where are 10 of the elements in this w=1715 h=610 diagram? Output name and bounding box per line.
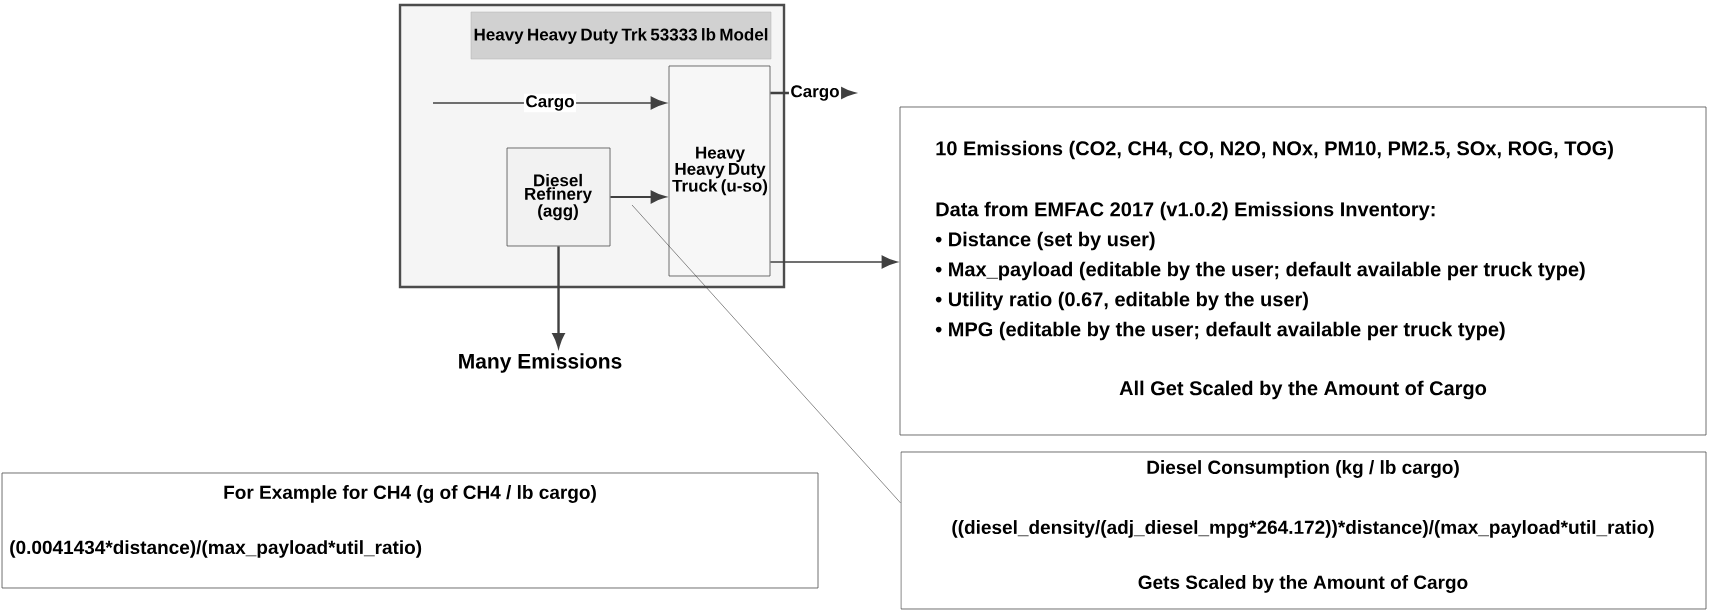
leader-line (631, 204, 901, 504)
arrow (609, 190, 666, 204)
truck-box: Heavy Heavy Duty Truck (u-so) (668, 65, 771, 277)
info-box: 10 Emissions (CO2, CH4, CO, N2O, NOx, PM10, PM2.5, SOx, ROG, TOG) Data from EMFAC 2017 (v1.0.2) Emissions Inventory: • Distance (set by user) • Max_payload (editable by the user; default available per truck type) • Utility ratio (0.67, editable by the user) • MPG (editable by the user; default available per truck type) All Get Scaled by the Amount of Cargo (899, 106, 1707, 436)
formula-box: For Example for CH4 (g of CH4 / lb cargo) (0.0041434*distance)/(max_payload*util_ratio) (1, 472, 819, 589)
emissions-label: Many Emissions (459, 353, 622, 373)
arrow (769, 255, 898, 269)
edge-label: Cargo (788, 83, 842, 103)
refinery-box: Diesel Refinery (agg) (506, 147, 611, 247)
formula-box: Diesel Consumption (kg / lb cargo) ((diesel_density/(adj_diesel_mpg*264.172))*distance)/(max_payload*util_ratio) Gets Scaled by the Amount of Cargo (900, 451, 1707, 610)
